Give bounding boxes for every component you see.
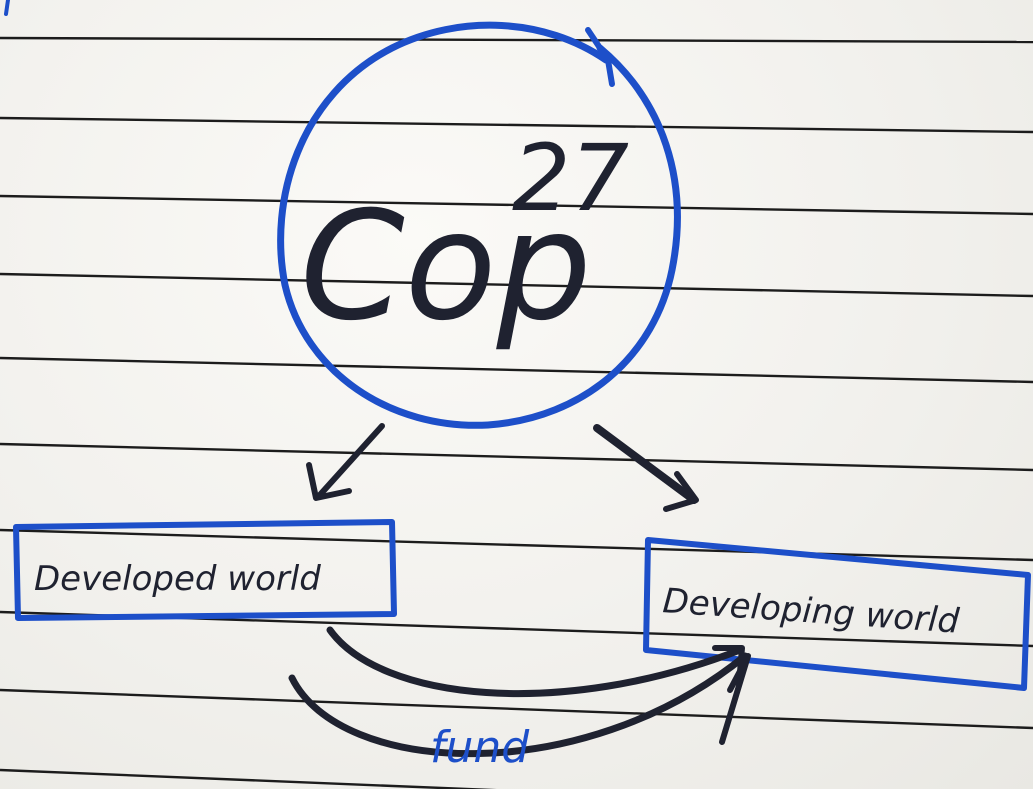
pen-mark <box>4 0 10 16</box>
arrow-to-developing <box>593 424 699 512</box>
rule-line <box>0 688 1033 730</box>
fund-label: fund <box>430 722 530 773</box>
developing-world-label: Developing world <box>661 581 960 642</box>
rule-line <box>0 768 497 789</box>
rule-line <box>0 528 1033 562</box>
fund-flow-arrows <box>288 626 751 758</box>
developed-world-label: Developed world <box>34 559 321 599</box>
center-circle <box>277 21 681 429</box>
rule-line <box>0 36 1033 44</box>
rule-line <box>0 272 1033 298</box>
developed-world-box: Developed world <box>13 519 397 621</box>
rule-line <box>0 116 1033 134</box>
arrow-to-developed <box>306 423 385 501</box>
superscript-27: 27 <box>512 125 629 232</box>
cop27-label: Cop 27 <box>300 125 629 354</box>
rule-line <box>0 356 1033 384</box>
ruled-lines <box>0 36 1033 789</box>
cop-text: Cop <box>300 180 592 354</box>
rule-line <box>0 442 1033 472</box>
rule-line <box>0 194 1033 216</box>
